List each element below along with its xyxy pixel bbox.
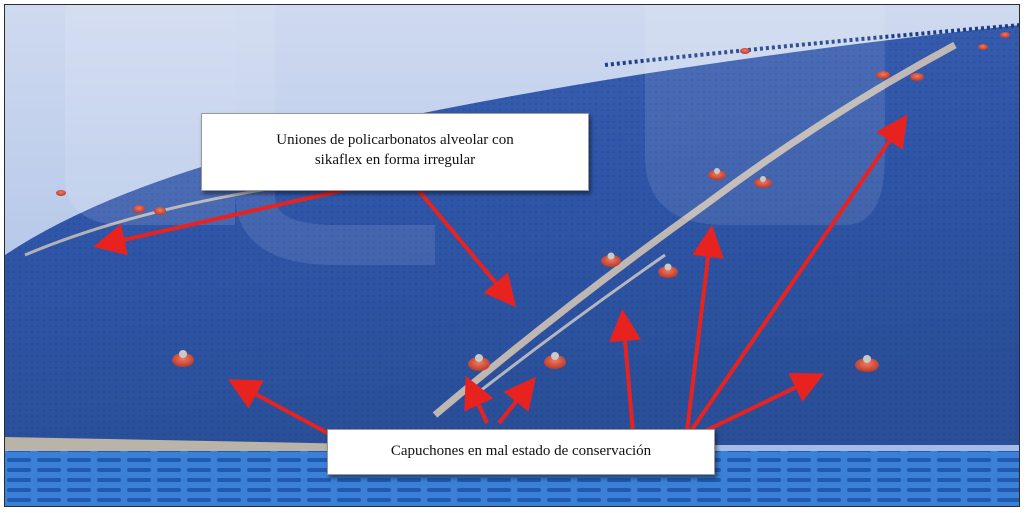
joint-arrows xyxy=(93,181,517,308)
caps-callout-text: Capuchones en mal estado de conservación xyxy=(390,443,652,459)
caps xyxy=(56,32,1010,372)
roof-photo xyxy=(5,5,1019,506)
caps-callout: Capuchones en mal estado de conservación xyxy=(327,429,715,475)
photo-frame: Uniones de policarbonatos alveolar con s… xyxy=(4,4,1020,507)
joints-callout: Uniones de policarbonatos alveolar con s… xyxy=(201,113,589,191)
joints-callout-line2: sikaflex en forma irregular xyxy=(314,152,476,168)
joints-callout-line1: Uniones de policarbonatos alveolar con xyxy=(276,132,514,148)
cap-arrows xyxy=(227,114,908,439)
